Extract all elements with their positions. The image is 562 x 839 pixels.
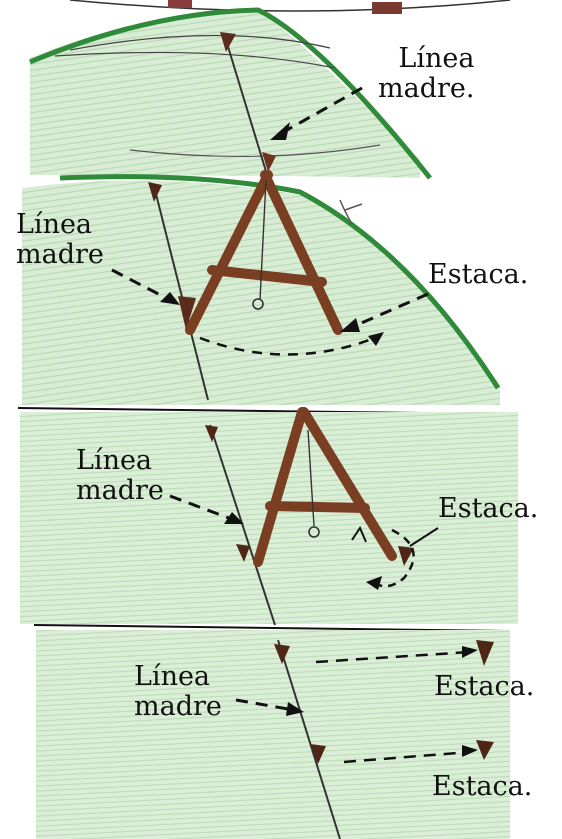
stake-icon — [398, 546, 414, 566]
mother-line-bottom — [277, 639, 341, 839]
label-mother-line-top: Línea madre. — [378, 43, 475, 104]
label-stake-bottom-1: Estaca. — [434, 671, 535, 702]
stake-icon — [476, 640, 494, 666]
pivot-arc — [199, 334, 381, 356]
stake-icon — [236, 544, 250, 562]
stake-icon — [476, 740, 494, 760]
top-edge-arc — [69, 0, 511, 12]
pivot-arc — [371, 528, 415, 588]
stake-icon — [178, 296, 196, 330]
panel-flat-bottom — [36, 630, 510, 839]
upper-hill-ridge — [29, 7, 432, 180]
mother-line-slope — [154, 189, 209, 401]
panel-flat-middle — [20, 407, 518, 626]
stake-icon — [274, 644, 290, 664]
flower-marks — [168, 0, 402, 14]
label-mother-line-slope: Línea madre — [16, 209, 104, 270]
a-frame-level-icon — [253, 407, 397, 567]
mother-line-upper — [225, 39, 269, 179]
label-stake-slope: Estaca. — [428, 259, 529, 290]
panel-hill-top — [29, 7, 432, 180]
a-frame-level-icon — [185, 170, 343, 335]
stake-icon — [262, 152, 276, 172]
bottom-ground-fill — [36, 630, 510, 839]
stake-icon — [205, 425, 218, 442]
label-stake-bottom-2: Estaca. — [432, 771, 533, 802]
label-mother-line-bottom: Línea madre — [134, 661, 222, 722]
arrow-mother-line-1 — [277, 86, 363, 137]
plumb-bob-icon — [252, 298, 264, 310]
lower-hill-ridge — [59, 174, 501, 390]
stake-icon — [310, 744, 326, 764]
mother-line-middle — [209, 424, 276, 626]
panel-slope — [22, 170, 501, 405]
label-stake-middle: Estaca. — [438, 493, 539, 524]
stake-icon — [220, 32, 236, 52]
label-mother-line-middle: Línea madre — [76, 445, 164, 506]
stake-icon — [148, 182, 162, 202]
plumb-bob-icon — [308, 526, 320, 538]
upper-hill-fill — [30, 10, 420, 178]
